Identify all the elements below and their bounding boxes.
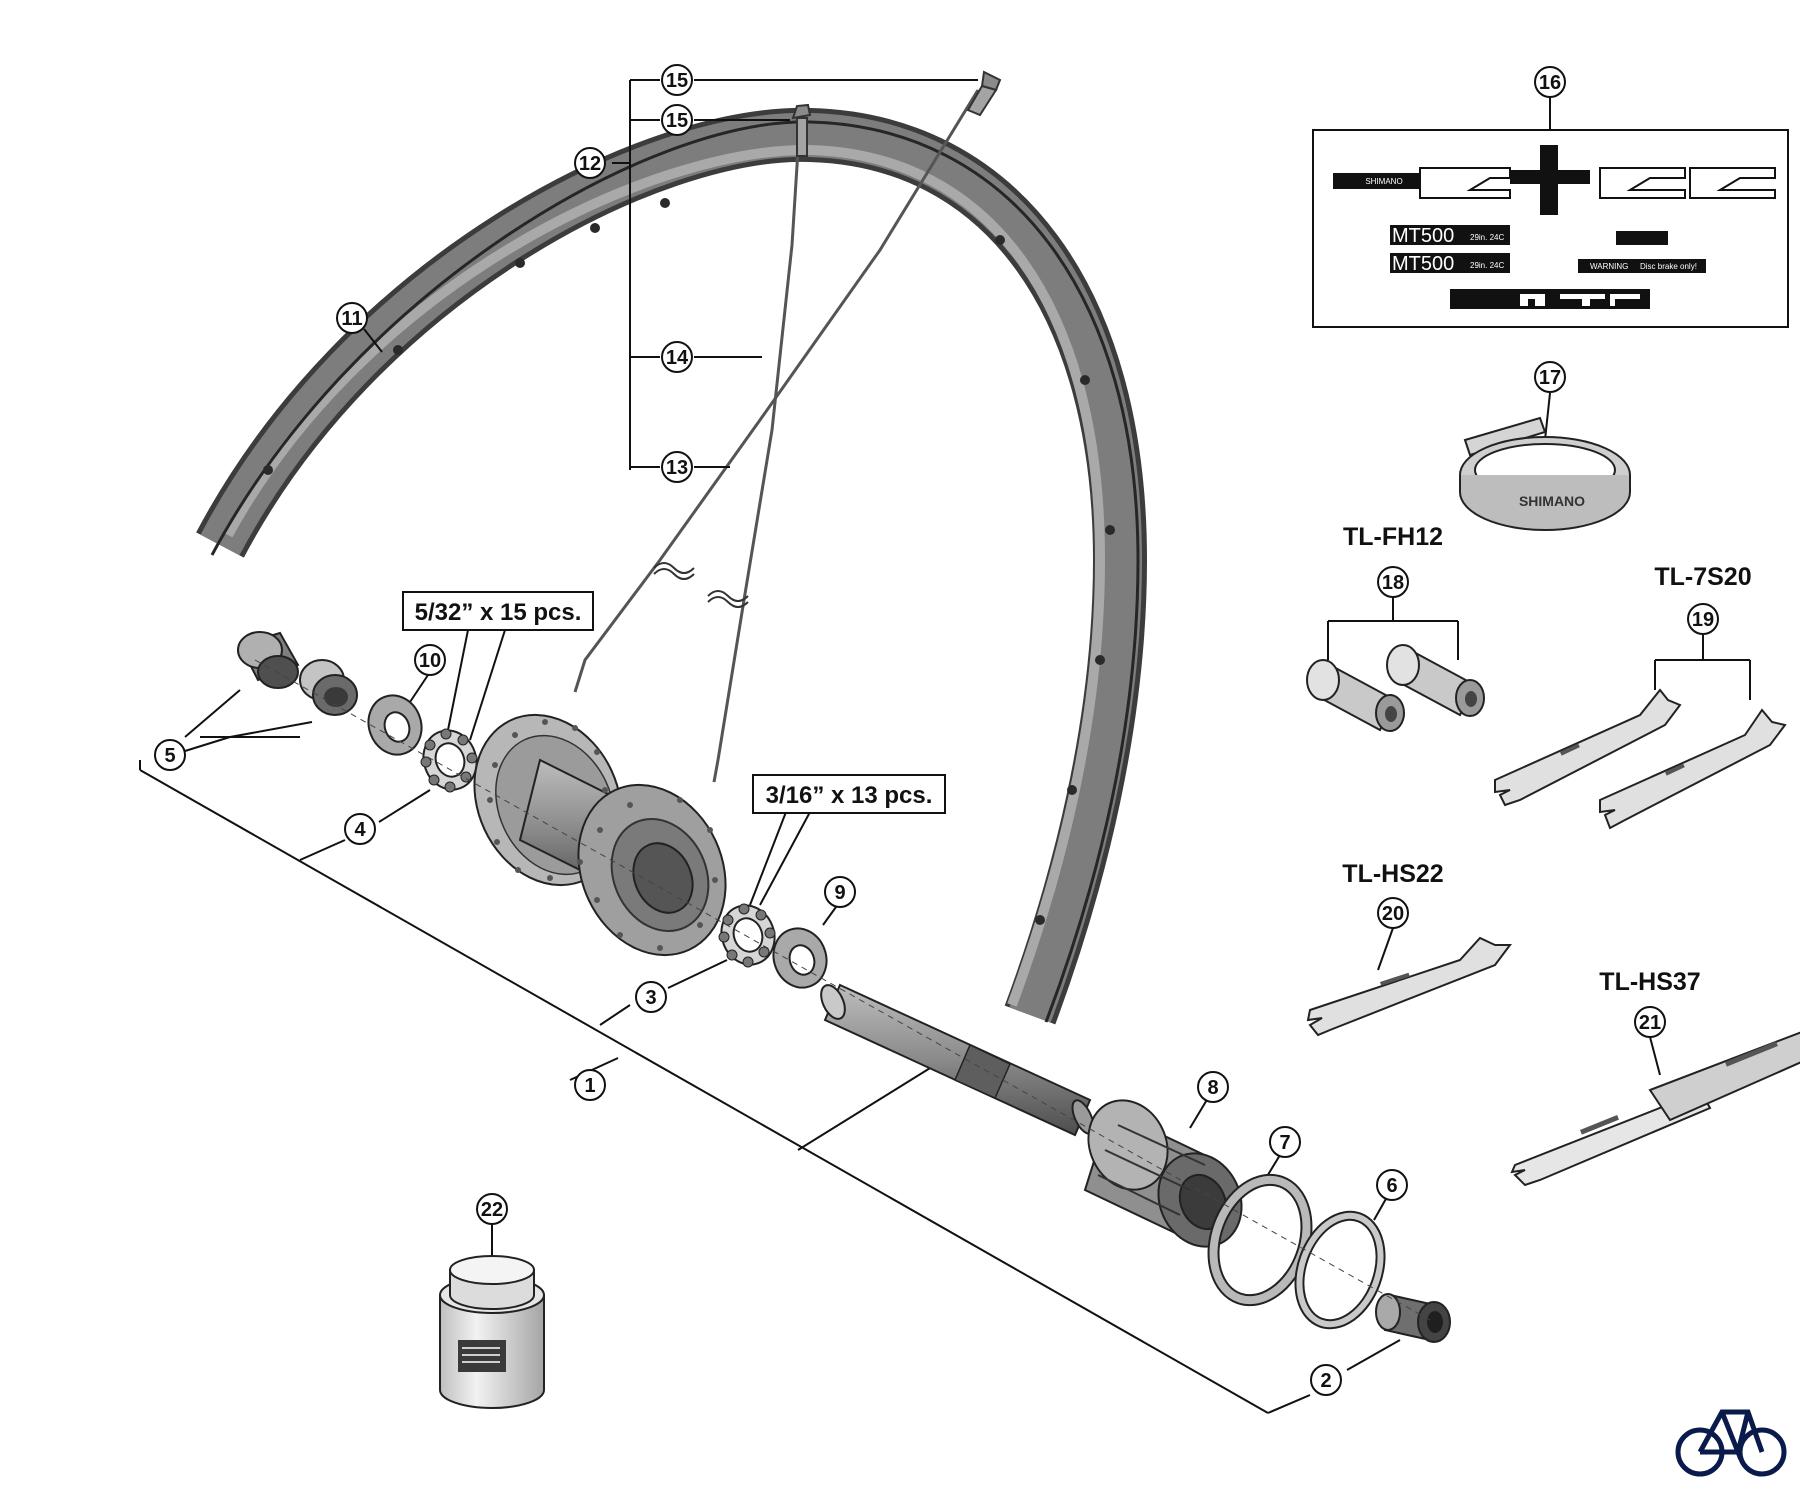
svg-text:8: 8 [1207,1077,1218,1099]
bearing-label-left: 5/32” x 15 pcs. [402,591,594,631]
bearing-retainer-left [420,728,478,793]
tool-label-hs37: TL-HS37 [1599,968,1700,996]
callout-22: 22 [476,1193,508,1225]
svg-text:17: 17 [1539,367,1561,389]
tool-label-fh12: TL-FH12 [1343,523,1443,551]
spokes [573,89,980,783]
callout-20: 20 [1377,897,1409,929]
callout-6: 6 [1376,1169,1408,1201]
svg-text:SHIMANO: SHIMANO [1365,177,1402,186]
callout-5: 5 [154,739,186,771]
svg-text:12: 12 [579,153,601,175]
callout-11: 11 [336,302,368,334]
callout-8: 8 [1197,1071,1229,1103]
nipple-left [791,103,812,157]
svg-text:5/32” x 15 pcs.: 5/32” x 15 pcs. [415,599,582,626]
svg-text:21: 21 [1639,1012,1661,1034]
tool-label-7s20: TL-7S20 [1654,563,1751,591]
tool-7s20 [1494,688,1787,830]
svg-text:2: 2 [1320,1370,1331,1392]
callout-17: 17 [1534,361,1566,393]
svg-text:20: 20 [1382,903,1404,925]
svg-text:16: 16 [1539,72,1561,94]
decal-sheet: SHIMANO MT500 29in. 24C MT500 29in. 24C … [1312,129,1789,328]
hub-shell [473,713,727,957]
callout-1: 1 [574,1069,606,1101]
callout-4: 4 [344,813,376,845]
rim-spoke-holes [263,198,1115,925]
callout-16: 16 [1534,66,1566,98]
callout-15-mid: 15 [661,104,693,136]
tool-hs22 [1306,936,1512,1037]
svg-text:15: 15 [666,110,688,132]
callout-15-top: 15 [661,64,693,96]
grease-jar [439,1255,545,1409]
washer-9 [772,927,828,989]
callout-10: 10 [414,644,446,676]
svg-text:10: 10 [419,650,441,672]
bearing-retainer-right [718,903,776,968]
callout-18: 18 [1377,566,1409,598]
ring-6 [1294,1210,1386,1330]
callout-3: 3 [635,981,667,1013]
svg-text:Disc brake only!: Disc brake only! [1640,262,1697,271]
callout-leaders [139,79,1751,1414]
callout-2: 2 [1310,1364,1342,1396]
svg-text:1: 1 [584,1075,595,1097]
svg-text:WARNING: WARNING [1590,262,1628,271]
svg-text:MT500: MT500 [1392,253,1454,275]
nipple-right [966,70,1002,117]
lock-nut-left [299,659,358,716]
callout-21: 21 [1634,1006,1666,1038]
rim [196,107,1148,1025]
svg-text:3: 3 [645,987,656,1009]
callout-12: 12 [574,147,606,179]
svg-text:19: 19 [1692,609,1714,631]
svg-text:15: 15 [666,70,688,92]
svg-text:6: 6 [1386,1175,1397,1197]
end-cap-left [237,631,300,689]
bearing-label-right: 3/16” x 13 pcs. [752,774,946,814]
svg-text:29in. 24C: 29in. 24C [1470,233,1504,242]
callout-7: 7 [1269,1126,1301,1158]
rim-tape: SHIMANO [1459,416,1631,531]
callout-19: 19 [1687,603,1719,635]
tool-hs37 [1510,1031,1800,1187]
svg-text:18: 18 [1382,572,1404,594]
svg-text:7: 7 [1279,1132,1290,1154]
tool-fh12 [1306,644,1485,732]
svg-text:4: 4 [354,819,366,841]
svg-text:22: 22 [481,1199,503,1221]
svg-text:MT500: MT500 [1392,225,1454,247]
callout-9: 9 [824,876,856,908]
svg-text:29in. 24C: 29in. 24C [1470,261,1504,270]
callout-14: 14 [661,341,693,373]
svg-text:11: 11 [341,308,362,330]
axle-center-line [254,659,1431,1321]
tool-label-hs22: TL-HS22 [1342,860,1443,888]
svg-text:SHIMANO: SHIMANO [1519,493,1585,509]
svg-text:13: 13 [666,457,688,479]
svg-text:9: 9 [834,882,845,904]
svg-text:5: 5 [164,745,175,767]
bicycle-logo-icon [1675,1409,1787,1477]
hub-axle [820,983,1095,1137]
end-cap-right [1375,1293,1451,1343]
washer-10 [367,694,423,756]
callout-13: 13 [661,451,693,483]
svg-text:14: 14 [666,347,689,369]
svg-text:3/16” x 13 pcs.: 3/16” x 13 pcs. [766,782,933,809]
freehub-body [1083,1099,1243,1248]
